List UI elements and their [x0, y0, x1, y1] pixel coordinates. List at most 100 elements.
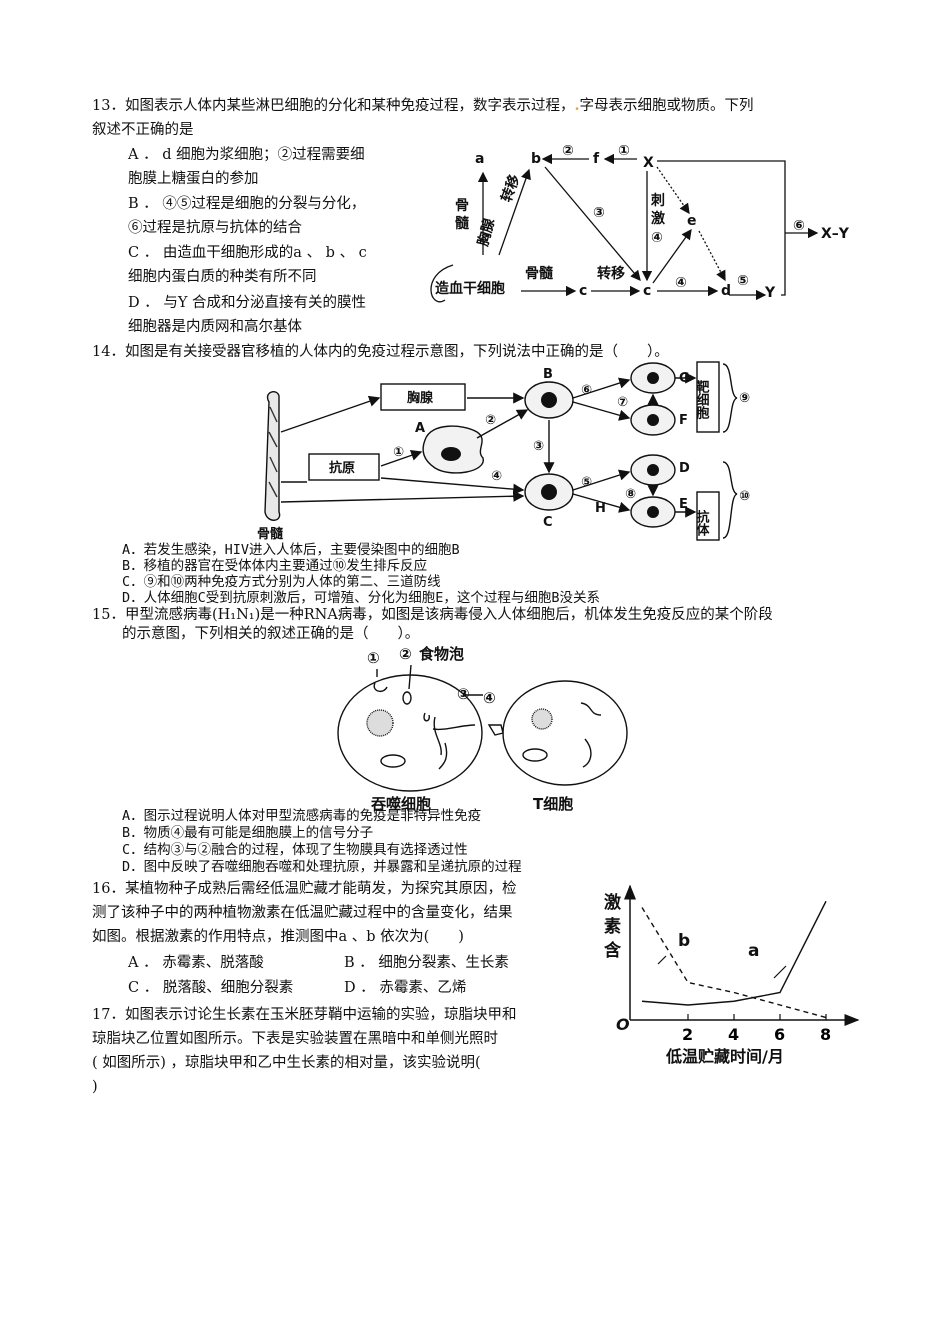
q13-num-4a: ④: [651, 230, 663, 246]
q14-label-G: G: [679, 371, 690, 386]
q14-label-kangyuan: 抗原: [329, 460, 355, 476]
q14-label-H: H: [595, 501, 606, 516]
q14-box-baxibao: [696, 361, 720, 433]
q13-stem-line2: 叙述不正确的是: [92, 122, 194, 138]
q14-box-xiongxian: [380, 383, 466, 411]
q13-label-c2: c: [643, 283, 651, 299]
q14-label-E: E: [679, 497, 688, 512]
q14-box-kangyuan: [308, 453, 380, 481]
q13-option-b-line1: B ． ④⑤过程是细胞的分裂与分化，: [128, 196, 366, 212]
q15-num-1: ①: [367, 649, 380, 667]
q16-option-b: B ． 细胞分裂素、生长素: [344, 955, 509, 971]
q13-num-3: ③: [593, 205, 605, 221]
q15-num-4: ④: [483, 689, 496, 707]
q13-stem-part2: 字母表示细胞或物质。下列: [579, 98, 754, 114]
q13-label-zhuanyi2: 转移: [597, 265, 625, 282]
q14-stem: 14．如图是有关接受器官移植的人体内的免疫过程示意图，下列说法中正确的是（ ）。: [92, 344, 669, 360]
q13-label-b: b: [531, 151, 541, 167]
q15-option-d: D．图中反映了吞噬细胞吞噬和处理抗原，并暴露和呈递抗原的过程: [122, 859, 522, 875]
q16-ylabel-char2: 素: [604, 917, 621, 937]
q13-label-xiongxian: 胸腺: [474, 216, 498, 248]
q13-label-d: d: [721, 283, 731, 299]
q15-option-c: C．结构③与②融合的过程，体现了生物膜具有选择透过性: [122, 842, 468, 858]
q17-line1: 17．如图表示讨论生长素在玉米胚芽鞘中运输的实验，琼脂块甲和: [92, 1007, 517, 1023]
q14-label-D: D: [679, 461, 690, 476]
q14-label-kangti: 抗体: [694, 509, 710, 537]
q15-tcell: [502, 680, 628, 786]
q13-num-1: ①: [618, 143, 630, 159]
q14-box-kangti: [696, 491, 720, 541]
q16-ylabel: 激 素 含: [604, 892, 622, 961]
q14-num-6: ⑥: [581, 383, 592, 398]
q13-num-4b: ④: [675, 275, 687, 291]
q16-option-a: A ． 赤霉素、脱落酸: [128, 955, 264, 971]
q14-num-10: ⑩: [739, 489, 750, 504]
q15-num-3: ③: [457, 685, 470, 703]
q14-option-c: C．⑨和⑩两种免疫方式分别为人体的第二、三道防线: [122, 574, 441, 590]
q15-option-b: B．物质④最有可能是细胞膜上的信号分子: [122, 825, 374, 841]
q14-label-B: B: [543, 367, 553, 382]
q16-series-a-line: [641, 900, 827, 1006]
q14-label-C: C: [543, 515, 553, 530]
q13-label-X: X: [643, 155, 654, 171]
q13-option-c-line1: C ． 由造血干细胞形成的a 、 b 、 c: [128, 245, 367, 261]
q13-label-a: a: [475, 151, 484, 167]
q16-option-c: C ． 脱落酸、细胞分裂素: [128, 980, 294, 996]
q13-num-2: ②: [562, 143, 574, 159]
q14-num-1: ①: [393, 445, 404, 460]
q13-option-a-line2: 胞膜上糖蛋白的参加: [128, 171, 259, 187]
q13-label-f: f: [593, 151, 600, 167]
q16-xtick-label: 8: [820, 1025, 831, 1044]
q17-line3: ( 如图所示) ，琼脂块甲和乙中生长素的相对量，该实验说明(: [92, 1055, 481, 1071]
q13-label-gusui-h: 骨髓: [525, 265, 554, 282]
q16-label-a-leader: [773, 965, 787, 979]
q15-diagram: ① ② 食物泡 ③ ④ 吞噬细胞 T细胞: [337, 645, 628, 813]
q13-label-zhuanyi1: 转移: [498, 172, 524, 204]
q13-num-5: ⑤: [737, 273, 749, 289]
q16-series-label-b: b: [678, 931, 690, 951]
q14-num-3: ③: [533, 439, 544, 454]
q13-label-ji: 激: [651, 210, 665, 227]
q13-label-Y: Y: [764, 285, 776, 301]
q15-option-a: A．图示过程说明人体对甲型流感病毒的免疫是非特异性免疫: [122, 808, 482, 824]
q16-ylabel-char1: 激: [604, 892, 621, 913]
q14-num-8: ⑧: [625, 487, 636, 502]
q13-option-c-line2: 细胞内蛋白质的种类有所不同: [128, 269, 317, 285]
q16-xtick-label: 6: [774, 1025, 785, 1044]
q16-xlabel: 低温贮藏时间/月: [665, 1047, 784, 1066]
q13-label-zaoxue: 造血干细胞: [435, 280, 505, 297]
q14-label-gusui: 骨髓: [257, 526, 284, 542]
q14-num-4: ④: [491, 469, 502, 484]
q13-label-ci: 刺: [651, 193, 665, 209]
q13-stem-dot: .: [574, 97, 580, 114]
q14-num-7: ⑦: [617, 395, 628, 410]
q16-stem-line2: 测了该种子中的两种植物激素在低温贮藏过程中的含量变化，结果: [92, 905, 513, 921]
q15-num-2: ②: [399, 645, 412, 663]
q16-xtick-label: 4: [728, 1025, 739, 1044]
q14-option-b: B．移植的器官在受体体内主要通过⑩发生排斥反应: [122, 558, 428, 574]
q13-option-b-line2: ⑥过程是抗原与抗体的结合: [128, 220, 302, 236]
q13-stem-part1: 13．如图表示人体内某些淋巴细胞的分化和某种免疫过程，数字表示过程，: [92, 98, 575, 114]
q13-label-XY: X–Y: [821, 226, 850, 242]
q13-label-gu: 骨: [455, 197, 469, 214]
q16-label-b-leader: [657, 955, 667, 965]
q14-label-A: A: [415, 421, 425, 436]
q13-label-sui: 髓: [455, 215, 470, 232]
q15-stem-line1: 15．甲型流感病毒(H₁N₁)是一种RNA病毒，如图是该病毒侵入人体细胞后，机体…: [92, 607, 773, 623]
q13-loop-arrow: [430, 264, 454, 303]
q14-diagram: 胸腺 抗原 骨髓 A B C D E F G H ① ② ③ ④ ⑤ ⑥ ⑦ ⑧…: [257, 361, 750, 542]
q13-option-a-line1: A ． d 细胞为浆细胞；②过程需要细: [128, 147, 365, 163]
q16-stem-line3: 如图。根据激素的作用特点，推测图中a 、b 依次为( ): [92, 929, 464, 945]
q15-label-shiwupao: 食物泡: [419, 645, 464, 663]
q16-series-label-a: a: [748, 941, 759, 961]
q15-label-tunshi: 吞噬细胞: [370, 795, 431, 813]
q17-line4: ): [92, 1079, 98, 1095]
q14-label-baxibao: 靶细胞: [694, 379, 711, 420]
q17-line2: 琼脂块乙位置如图所示。下表是实验装置在黑暗中和单侧光照时: [92, 1031, 498, 1047]
q14-option-a: A．若发生感染，HIV进入人体后，主要侵染图中的细胞B: [122, 542, 460, 558]
q16-series-b-line: [641, 907, 827, 1019]
q13-option-d-line1: D ． 与Y 合成和分泌直接有关的膜性: [128, 295, 367, 311]
q16-origin: O: [616, 1015, 630, 1034]
q14-num-5: ⑤: [581, 475, 592, 490]
